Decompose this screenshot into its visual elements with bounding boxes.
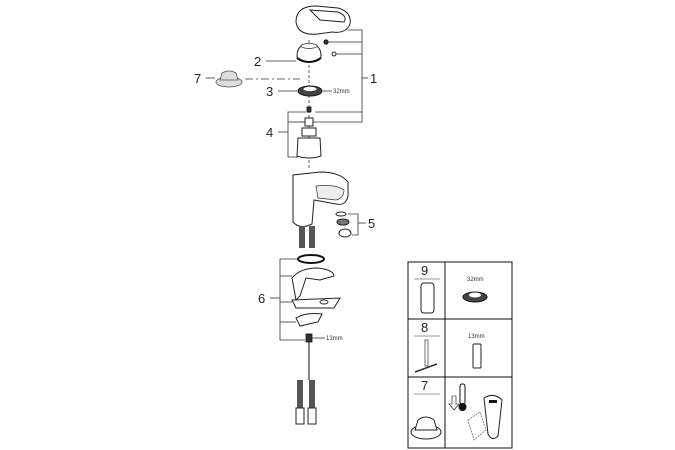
tools-table: 9 32mm 8 13mm 7	[407, 261, 513, 449]
callout-7: 7	[194, 71, 201, 86]
ring-nut-icon	[462, 291, 488, 303]
bracket-part6	[279, 258, 305, 341]
tool-size-9: 32mm	[467, 277, 484, 283]
fitting-icon	[472, 343, 482, 369]
callout-2: 2	[254, 54, 261, 69]
cartridge	[296, 106, 322, 159]
lever-handle	[295, 5, 351, 57]
cartridge-icon	[420, 282, 435, 314]
mounting-set	[291, 254, 341, 343]
hoses-upper	[299, 226, 315, 248]
ring-nut	[297, 85, 323, 97]
fitting-size-label: 13mm	[326, 336, 343, 342]
faucet-body	[292, 171, 349, 228]
thermometer-icon	[448, 383, 467, 411]
cap-part7	[215, 70, 243, 88]
lever-handle-icon	[467, 394, 503, 441]
callout-4: 4	[266, 125, 273, 140]
tool-number-7: 7	[421, 378, 428, 393]
callout-5: 5	[368, 216, 375, 231]
bracket-part4	[287, 111, 306, 158]
hoses-lower	[295, 342, 317, 425]
callout-3: 3	[266, 84, 273, 99]
nut-size-label: 32mm	[333, 89, 350, 95]
t-wrench-icon	[414, 339, 438, 373]
callout-6: 6	[258, 291, 265, 306]
tool-number-9: 9	[421, 263, 428, 278]
callout-1: 1	[370, 71, 377, 86]
bracket-part1	[300, 29, 363, 123]
aerator	[335, 211, 352, 238]
cover-dome	[296, 43, 322, 63]
tool-size-8: 13mm	[468, 334, 485, 340]
cap-icon	[410, 416, 442, 440]
tool-number-8: 8	[421, 320, 428, 335]
